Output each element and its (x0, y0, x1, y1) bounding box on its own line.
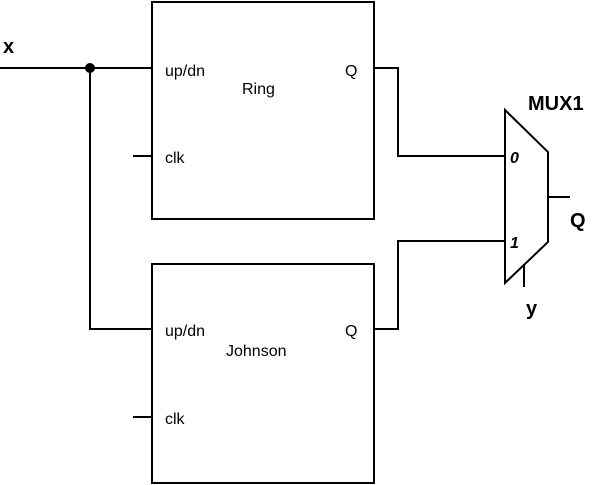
johnson-updn-label: up/dn (165, 323, 205, 340)
mux-input1-label: 1 (510, 235, 519, 252)
mux-input0-label: 0 (510, 150, 519, 167)
johnson-counter-block (151, 263, 375, 484)
johnson-q-label: Q (345, 323, 357, 340)
ring-counter-block (151, 1, 375, 220)
mux-name-label: MUX1 (528, 93, 584, 115)
ring-clk-label: clk (165, 150, 186, 167)
input-x-label: x (3, 36, 14, 58)
select-y-label: y (526, 298, 538, 320)
output-q-label: Q (570, 210, 586, 232)
wire-x-to-johnson (89, 68, 152, 330)
johnson-clk-label: clk (165, 411, 186, 428)
wire-ring-q-to-mux0 (374, 67, 505, 157)
wire-johnson-q-to-mux1 (374, 240, 505, 330)
ring-name-label: Ring (242, 81, 275, 98)
mux1-block (504, 107, 549, 286)
ring-q-label: Q (345, 63, 357, 80)
johnson-name-label: Johnson (226, 343, 287, 360)
ring-updn-label: up/dn (165, 63, 205, 80)
